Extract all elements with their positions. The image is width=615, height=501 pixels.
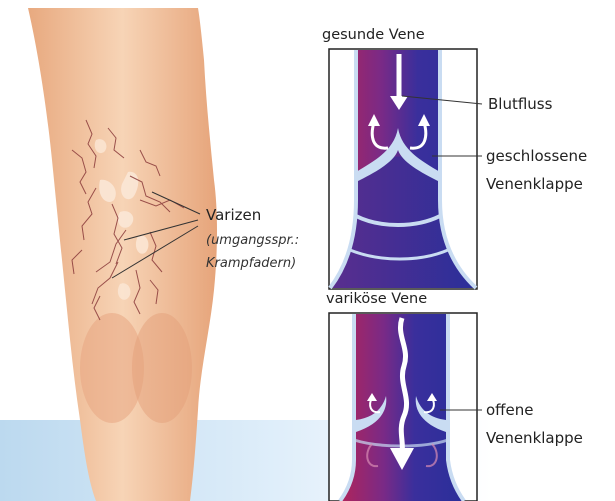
varicose-vein-diagram (329, 313, 482, 501)
colloquial-line1: (umgangsspr.: (206, 233, 299, 248)
open-valve-label-line1: offene (486, 401, 533, 419)
closed-valve-label-line2: Venenklappe (486, 175, 583, 193)
leg-silhouette (28, 8, 217, 501)
blutfluss-label: Blutfluss (488, 95, 553, 113)
knee-shadow-right (132, 313, 192, 423)
healthy-vein-title: gesunde Vene (322, 27, 425, 43)
colloquial-line2: Krampfadern) (206, 256, 296, 271)
open-valve-label-line2: Venenklappe (486, 429, 583, 447)
healthy-vein-diagram (329, 49, 482, 289)
closed-valve-label-line1: geschlossene (486, 147, 587, 165)
varicose-vein-title: variköse Vene (326, 291, 427, 307)
varizen-label: Varizen (206, 206, 261, 224)
leg-illustration (28, 8, 217, 501)
